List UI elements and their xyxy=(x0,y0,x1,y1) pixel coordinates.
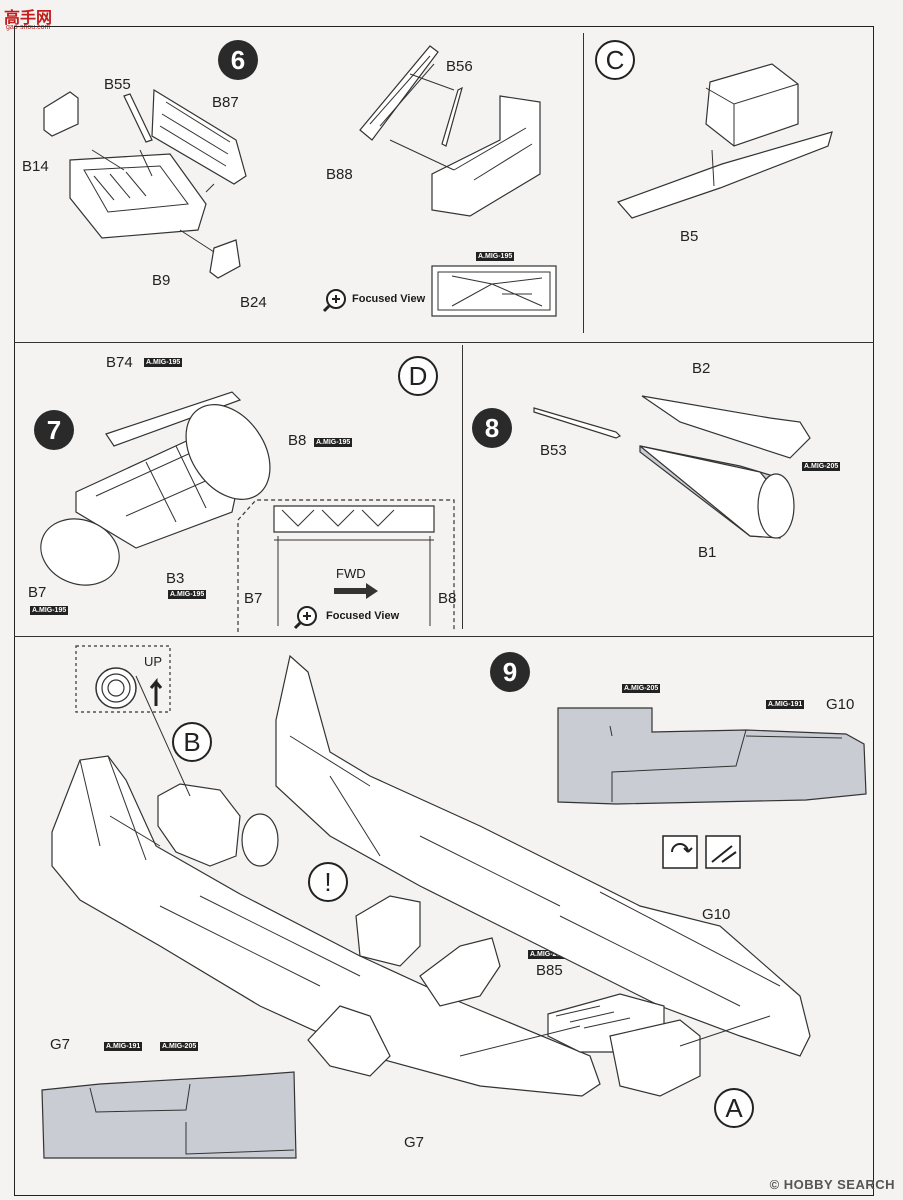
divider xyxy=(14,636,874,637)
variant-tag-mig195: A.MIG-195 xyxy=(476,252,515,261)
hobby-search-watermark: © HOBBY SEARCH xyxy=(770,1177,895,1192)
part-label-b87: B87 xyxy=(212,94,239,111)
arrow-right-icon xyxy=(334,583,378,599)
magnify-icon xyxy=(322,289,346,313)
part-label-b5: B5 xyxy=(680,228,699,245)
part-label-b85: B85 xyxy=(536,962,563,979)
g7-inset-drawing xyxy=(41,1071,297,1159)
part-label-b14: B14 xyxy=(22,158,49,175)
variant-tag-mig195: A.MIG-195 xyxy=(144,358,183,367)
variant-tag-mig195: A.MIG-195 xyxy=(30,606,69,615)
variant-tag-mig195: A.MIG-195 xyxy=(168,590,207,599)
part-label-b7: B7 xyxy=(28,584,47,601)
part-label-b74: B74 xyxy=(106,354,133,371)
step-6-right-drawing xyxy=(359,45,541,217)
variant-tag-mig195: A.MIG-195 xyxy=(314,438,353,447)
step-6-focused-view-inset xyxy=(431,265,557,317)
variant-tag-mig191: A.MIG-191 xyxy=(766,700,805,709)
rotate-icon xyxy=(671,843,693,853)
focused-view-label: Focused View xyxy=(352,293,426,305)
part-label-b56: B56 xyxy=(446,58,473,75)
part-label-b7: B7 xyxy=(244,590,263,607)
variant-tag-mig205: A.MIG-205 xyxy=(528,950,567,959)
step-9-badge: 9 xyxy=(490,652,530,692)
part-label-g7: G7 xyxy=(50,1036,71,1053)
part-label-b1: B1 xyxy=(698,544,717,561)
sub-step-a-badge: A xyxy=(714,1088,754,1128)
magnify-icon xyxy=(293,606,317,630)
variant-tag-mig205: A.MIG-205 xyxy=(160,1042,199,1051)
fwd-label: FWD xyxy=(336,566,366,581)
part-label-g10: G10 xyxy=(702,906,731,923)
fuselage-drawing xyxy=(51,654,811,1097)
step-6-left-drawing xyxy=(43,88,247,279)
part-label-b53: B53 xyxy=(540,442,567,459)
page-frame xyxy=(14,26,874,1196)
part-label-b2: B2 xyxy=(692,360,711,377)
step-6-badge: 6 xyxy=(218,40,258,80)
part-label-b24: B24 xyxy=(240,294,267,311)
sub-step-b-badge: B xyxy=(172,722,212,762)
divider xyxy=(462,345,463,629)
sub-step-d-badge: D xyxy=(398,356,438,396)
part-label-b55: B55 xyxy=(104,76,131,93)
g10-inset-drawing xyxy=(557,707,867,805)
warning-badge: ! xyxy=(308,862,348,902)
brand-name: HOBBY SEARCH xyxy=(783,1177,895,1192)
step-8-badge: 8 xyxy=(472,408,512,448)
focused-view-label: Focused View xyxy=(326,610,400,622)
up-label: UP xyxy=(144,654,163,669)
step-8-drawing xyxy=(533,395,811,539)
exhaust-inset xyxy=(75,645,171,713)
part-label-b8: B8 xyxy=(438,590,457,607)
variant-tag-mig205: A.MIG-205 xyxy=(622,684,661,693)
divider xyxy=(14,342,874,343)
step-c-drawing xyxy=(616,63,833,219)
part-label-g10: G10 xyxy=(826,696,855,713)
variant-tag-mig191: A.MIG-191 xyxy=(104,1042,143,1051)
glue-icon xyxy=(711,845,737,863)
part-label-b9: B9 xyxy=(152,272,171,289)
step-7-badge: 7 xyxy=(34,410,74,450)
part-label-g7: G7 xyxy=(404,1134,425,1151)
site-logo-url: gao-shou.com xyxy=(6,24,51,31)
step-7-drawing xyxy=(40,391,271,586)
part-label-b3: B3 xyxy=(166,570,185,587)
part-label-b88: B88 xyxy=(326,166,353,183)
site-logo: 高手网 xyxy=(4,10,53,27)
variant-tag-mig205: A.MIG-205 xyxy=(802,462,841,471)
sub-step-c-badge: C xyxy=(595,40,635,80)
part-label-b8: B8 xyxy=(288,432,307,449)
step-7-focused-view-frame xyxy=(237,499,455,632)
glue-icons xyxy=(662,835,741,869)
copyright-mark: © xyxy=(769,1177,780,1192)
divider xyxy=(583,33,584,333)
